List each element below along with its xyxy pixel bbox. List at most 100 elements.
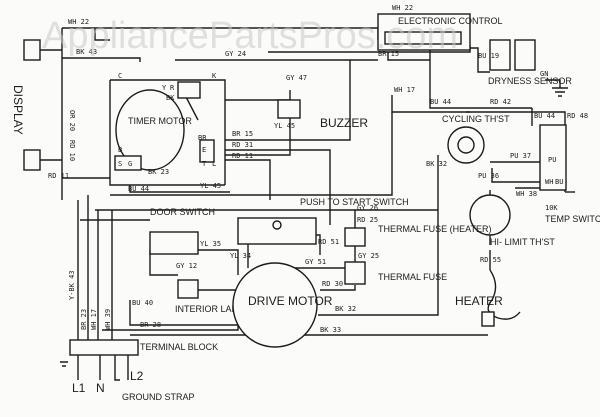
pin-y: Y xyxy=(162,84,167,92)
wire-yl45-buzzer xyxy=(225,118,291,156)
buzzer-label: BUZZER xyxy=(320,116,368,130)
dryness-sensor-plate-1 xyxy=(489,39,511,71)
terminal-block xyxy=(69,339,139,356)
wire-rd31-mid xyxy=(225,149,331,225)
pin-br: BR xyxy=(198,134,207,142)
wire-top-stub xyxy=(94,28,110,41)
label-br23: BR 23 xyxy=(80,309,88,330)
wire-yl45-mid xyxy=(129,185,230,193)
terminal-ground-symbol xyxy=(60,361,68,367)
wire-br28 xyxy=(102,312,239,331)
label-rd25: RD 25 xyxy=(357,216,378,224)
label-gy25: GY 25 xyxy=(358,252,379,260)
label-bk33: BK 33 xyxy=(320,326,341,334)
label-rd30: RD 30 xyxy=(322,280,343,288)
wire-br15-top xyxy=(387,52,430,61)
pin-c-1: C xyxy=(118,72,122,80)
thermal-fuse-label: THERMAL FUSE xyxy=(378,272,447,282)
timer-contact-right xyxy=(199,139,215,163)
wires xyxy=(40,27,575,381)
pin-l: L xyxy=(212,160,216,168)
heater-coil xyxy=(487,269,521,320)
door-switch-label: DOOR SWITCH xyxy=(150,207,215,217)
wire-gn xyxy=(545,79,561,88)
label-rd11-mid: RD 11 xyxy=(232,152,253,160)
timer-motor-switch-arm xyxy=(184,94,199,121)
thermal-fuse xyxy=(344,261,366,285)
electronic-control-label: ELECTRONIC CONTROL xyxy=(398,16,503,26)
label-gy51: GY 51 xyxy=(305,258,326,266)
wire-timer-box-left xyxy=(109,80,225,186)
label-bu44-top: BU 44 xyxy=(430,98,451,106)
pin-g: G xyxy=(128,160,132,168)
wire-yl35 xyxy=(198,249,239,275)
hi-limit-thermostat xyxy=(469,194,511,236)
label-wh39: WH 39 xyxy=(104,309,112,330)
wire-bu19 xyxy=(470,47,490,73)
label-bk32-right: BK 32 xyxy=(426,160,447,168)
label-gy12: GY 12 xyxy=(176,262,197,270)
label-bu40: BU 40 xyxy=(132,299,153,307)
dryness-sensor-label: DRYNESS SENSOR xyxy=(488,76,572,86)
pin-bu: BU xyxy=(555,178,563,186)
electronic-control-connector xyxy=(384,31,462,45)
label-yl35: YL 35 xyxy=(200,240,221,248)
pin-k: K xyxy=(212,72,217,80)
display-label: DISPLAY xyxy=(11,85,25,135)
label-br15-top: BR 15 xyxy=(378,50,399,58)
buzzer xyxy=(277,99,301,119)
ground-strap-label: GROUND STRAP xyxy=(122,392,195,402)
temp-switch-pu: PU xyxy=(548,156,556,164)
label-wh17-v: WH 17 xyxy=(90,309,98,330)
label-rd31-mid: RD 31 xyxy=(232,141,253,149)
timer-motor-label: TIMER MOTOR xyxy=(128,116,192,126)
wire-rd11-mid xyxy=(225,159,271,200)
pin-e: E xyxy=(202,146,206,154)
gn-label: GN xyxy=(540,70,548,78)
temp-switch-box xyxy=(539,124,567,191)
label-rd55: RD 55 xyxy=(480,256,501,264)
label-bu44-mid: BU 44 xyxy=(128,185,149,193)
pin-s: S xyxy=(118,160,122,168)
interior-lamp xyxy=(177,279,199,299)
terminal-block-label: TERMINAL BLOCK xyxy=(140,342,218,352)
wire-pu36 xyxy=(491,168,540,183)
pin-labels: C Y R BK K B G S E T L BR WH BU xyxy=(118,72,563,186)
label-or20: OR 20 xyxy=(68,110,76,131)
wire-bu44-top xyxy=(429,95,532,109)
wire-gy12 xyxy=(149,250,178,276)
label-rd11: RD 11 xyxy=(48,172,69,180)
l1-label: L1 xyxy=(72,381,86,395)
wire-labels: WH 22 WH 22 BK 43 GY 24 BR 15 BU 19 OR 2… xyxy=(48,4,588,334)
label-yl45-mid: YL 45 xyxy=(200,182,221,190)
interior-lamp-label: INTERIOR LAMP xyxy=(175,304,245,314)
label-wh22-right: WH 22 xyxy=(392,4,413,12)
label-y-bk43: Y-BK 43 xyxy=(68,270,76,300)
label-pu36: PU 36 xyxy=(478,172,499,180)
ground-symbol xyxy=(552,87,568,97)
pin-wh: WH xyxy=(545,178,553,186)
label-gy47: GY 47 xyxy=(286,74,307,82)
pin-r: R xyxy=(170,84,175,92)
l2-label: L2 xyxy=(130,369,144,383)
heater-label: HEATER xyxy=(455,294,503,308)
label-pu37: PU 37 xyxy=(510,152,531,160)
label-br28: BR 28 xyxy=(140,321,161,329)
label-bk43-top: BK 43 xyxy=(76,48,97,56)
push-to-start-button xyxy=(272,220,282,230)
heater-terminal xyxy=(481,311,495,327)
label-yl34: YL 34 xyxy=(230,252,251,260)
thermal-fuse-heater-label: THERMAL FUSE (HEATER) xyxy=(378,224,492,234)
temp-switch-10k: 10K xyxy=(545,204,558,212)
label-rd48: RD 48 xyxy=(567,112,588,120)
label-bk23: BK 23 xyxy=(148,168,169,176)
temp-switch-label: TEMP SWITCH xyxy=(545,214,600,224)
wire-rd42 xyxy=(466,111,566,125)
thermal-fuse-heater xyxy=(344,227,366,247)
label-rd10: RD 10 xyxy=(68,140,76,161)
label-wh38: WH 38 xyxy=(516,190,537,198)
pin-bk: BK xyxy=(166,94,175,102)
drive-motor xyxy=(232,262,318,348)
